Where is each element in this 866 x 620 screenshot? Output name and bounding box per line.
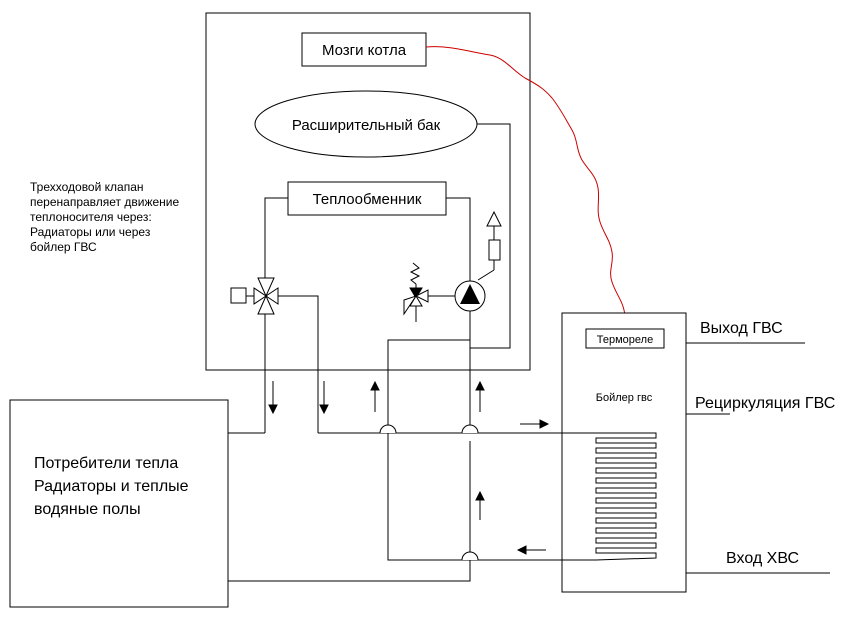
- exchanger-left-pipe: [264, 197, 288, 278]
- cold-in-label: Вход ХВС: [726, 550, 799, 567]
- air-vent: [477, 210, 502, 281]
- boiler-coil: [560, 432, 657, 561]
- three-way-valve: [230, 277, 279, 315]
- consumers-label-2: Радиаторы и теплые: [34, 478, 189, 495]
- boiler-brain-box: [301, 32, 427, 67]
- consumers-return: [228, 560, 471, 582]
- note-line: Радиаторы или через: [30, 225, 151, 239]
- consumers-label-3: водяные полы: [34, 501, 141, 518]
- dhw-out-label: Выход ГВС: [700, 320, 783, 337]
- expansion-tank-pipe: [470, 123, 511, 349]
- return-pipe-a: [387, 339, 560, 561]
- pipe-cross-2: [461, 424, 479, 434]
- note-line: теплоносителя через:: [30, 210, 152, 224]
- signal-wire: [425, 46, 627, 331]
- heat-exchanger-label: Теплообменник: [313, 191, 422, 208]
- dhw-recirc-label: Рециркуляция ГВС: [695, 395, 835, 412]
- expansion-tank-label: Расширительный бак: [292, 117, 441, 134]
- pipe-cross-3: [461, 551, 479, 561]
- note-line: перенаправляет движение: [30, 195, 180, 209]
- thermorelay-box: [585, 328, 665, 349]
- coil-path: [560, 432, 657, 561]
- exchanger-right-pipe: [446, 197, 471, 281]
- note-line: бойлер ГВС: [30, 240, 97, 254]
- three-way-valve-note: Трехходовой клапан перенаправляет движен…: [30, 180, 210, 255]
- flow-arrows: [268, 380, 550, 555]
- boiler-brain-label: Мозги котла: [322, 42, 407, 59]
- pipe-cross-1: [379, 424, 397, 434]
- thermorelay-label: Термореле: [597, 334, 653, 346]
- safety-valve: [403, 262, 456, 322]
- heat-exchanger-box: [287, 181, 447, 216]
- dhw-boiler-label: Бойлер гвс: [596, 392, 653, 404]
- boiler-housing: [205, 12, 531, 371]
- valve-right-pipe: [278, 295, 319, 433]
- consumers-label-1: Потребители тепла: [34, 455, 178, 472]
- circulation-pump: [454, 280, 486, 348]
- note-line: Трехходовой клапан: [30, 180, 144, 194]
- consumers-box: [9, 399, 229, 608]
